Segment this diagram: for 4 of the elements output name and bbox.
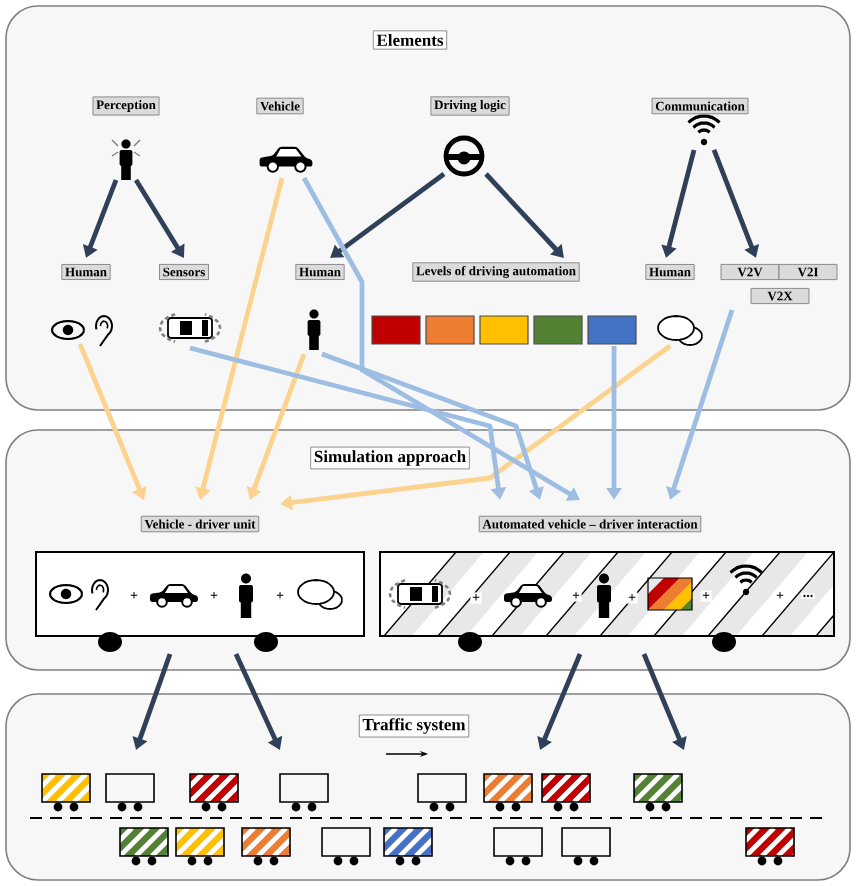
arrow bbox=[330, 172, 446, 258]
arrow bbox=[484, 172, 564, 258]
arrow bbox=[301, 176, 580, 501]
arrow bbox=[133, 178, 185, 258]
